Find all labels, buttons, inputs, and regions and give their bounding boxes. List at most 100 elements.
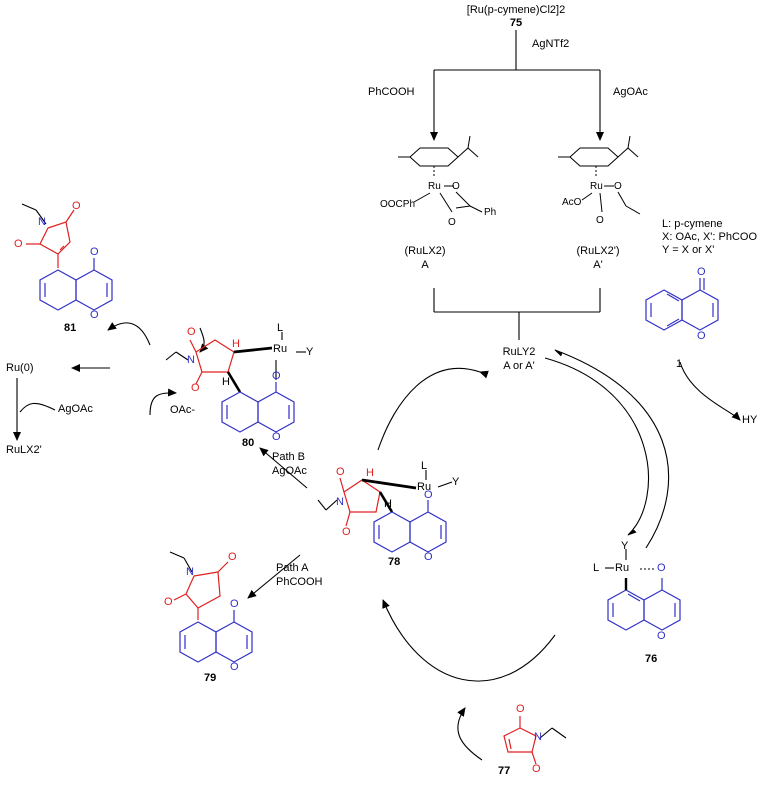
product-79-ethyl [169,551,193,573]
int78-carbonyl-o: O [424,489,433,501]
maleimide-77-o-top: O [516,703,525,715]
p81-o-top: O [72,200,81,212]
path-a-label: Path A [276,562,309,574]
top-branch-lines [430,30,604,141]
int80-n: N [187,354,195,366]
p81-number: 81 [64,322,77,334]
int78-ring-o: O [424,551,433,563]
int78-ru: Ru [417,481,432,493]
int78-l: L [421,460,428,472]
ru0-label: Ru(0) [6,362,34,374]
p79-o-bottom: O [164,596,173,608]
branch-agoac: AgOAc [613,86,648,98]
complex-a-prime-o1: O [614,181,622,192]
maleimide-77-number: 77 [498,765,511,777]
intermediate-78-succinimide [339,477,381,527]
int78-o-bottom: O [342,526,351,538]
intermediate-80-chromone [221,382,295,433]
int80-ru: Ru [273,343,288,355]
complex-a-ru: Ru [428,181,441,192]
product-81-maleimide [26,209,75,268]
complex-a-prime-ru: Ru [590,181,603,192]
p79-o-top: O [228,551,237,563]
maleimide-77-ethyl [539,727,567,739]
complex-a-prime-formula: (RuLX2') [576,245,620,257]
intermediate-76-structure [607,578,681,631]
intermediate-80-bonds [165,332,306,393]
int76-carbonyl-o: O [657,562,666,574]
int80-l: L [277,322,284,334]
int80-o-bottom: O [191,382,200,394]
compound-1-carbonyl-o: O [697,266,706,278]
precursor-formula: [Ru(p-cymene)Cl2]2 [466,4,566,16]
path-b-label: Path B [272,451,306,463]
ru0-product: RuLX2' [6,444,42,456]
ru0-agoac: AgOAc [58,403,93,415]
intermediate-78-bonds [317,470,453,513]
int78-n: N [336,496,344,508]
maleimide-77-o-bottom: O [532,763,541,775]
product-79-succinimide [173,561,229,620]
p79-n: N [186,566,194,578]
int78-h1: H [366,467,374,479]
catalytic-cycle-arrows [377,349,741,761]
intermediate-78-chromone [373,500,447,553]
complex-a-prime-aco: AcO [562,197,582,208]
int78-y: Y [452,476,460,488]
complex-a-o1: O [452,181,460,192]
merge-bracket [433,288,601,340]
complex-a-letter: A [421,259,429,271]
complex-a-ph: Ph [484,207,497,218]
p79-ring-o: O [230,661,239,673]
maleimide-77-n: N [534,731,542,743]
legend-line-3: Y = X or X' [662,244,715,256]
legend-line-1: L: p-cymene [662,218,723,230]
ru0-flow-arrows [13,322,209,441]
int78-number: 78 [388,556,401,568]
int80-number: 80 [242,437,255,449]
path-arrows [247,447,308,599]
p81-ring-o: O [90,309,99,321]
reagent-agntf2: AgNTf2 [532,38,570,50]
int76-number: 76 [645,653,658,665]
catalyst-sublabel: A or A' [503,360,535,372]
p81-o-bottom: O [14,238,23,250]
complex-a-formula: (RuLX2) [404,245,446,257]
complex-a-ooc: OOCPh [380,199,416,210]
product-81-ethyl [21,203,47,225]
intermediate-76-ru-bonds [605,549,655,590]
compound-1-ring-o: O [697,330,706,342]
path-b-reagent: AgOAc [272,465,307,477]
path-a-reagent: PhCOOH [276,576,323,588]
p79-carbonyl-o: O [230,598,239,610]
compound-1-structure [645,278,719,331]
p81-carbonyl-o: O [90,246,99,258]
complex-a-prime-structure [558,135,641,215]
legend-line-2: X: OAc, X': PhCOO [662,231,758,243]
int78-h2: H [384,498,392,510]
compound-1-number: 1 [676,358,683,370]
int76-l: L [593,562,600,574]
precursor-number: 75 [509,17,523,29]
int76-y: Y [621,540,629,552]
complex-a-o2: O [448,217,456,228]
int80-h1: H [232,338,240,350]
intermediate-80-succinimide [189,339,235,385]
p81-n: N [38,216,46,228]
p79-number: 79 [204,672,217,684]
int76-ring-o: O [657,630,666,642]
catalyst-label: RuLY2 [502,346,536,358]
byproduct-hy: HY [742,414,758,426]
product-81-chromone [39,258,113,311]
complex-a-prime-o2: O [596,215,604,226]
int80-h2: H [222,376,230,388]
complex-a-prime-letter: A' [593,259,603,271]
product-79-chromone [179,610,253,663]
maleimide-77-structure [503,716,537,765]
int80-y: Y [306,346,314,358]
int80-ring-o: O [272,431,281,443]
int80-carbonyl-o: O [272,370,281,382]
int78-o-top: O [336,466,345,478]
complex-a-structure [398,135,483,213]
